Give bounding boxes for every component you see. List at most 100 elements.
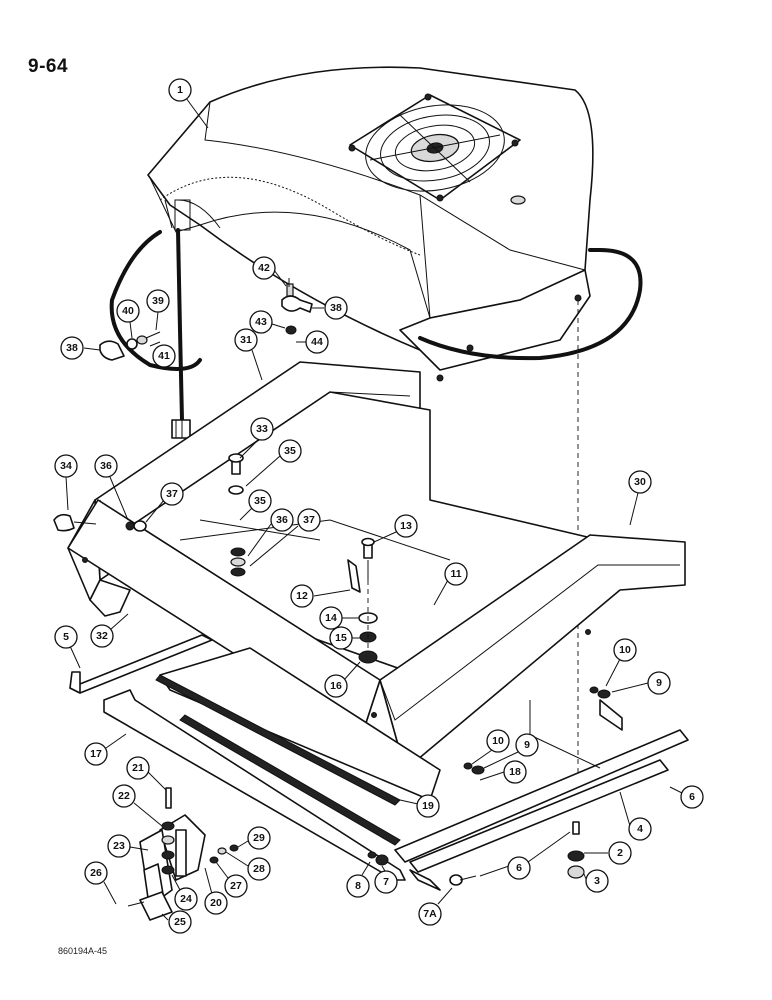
svg-text:37: 37: [166, 488, 178, 500]
callout-6-right: 6: [680, 785, 704, 809]
callout-14: 14: [319, 606, 343, 630]
svg-text:7: 7: [383, 876, 389, 888]
svg-text:25: 25: [174, 916, 186, 928]
svg-text:9: 9: [656, 677, 662, 689]
callout-7a: 7A: [418, 902, 442, 926]
svg-text:42: 42: [258, 262, 270, 274]
page-number: 9-64: [28, 56, 69, 77]
svg-text:15: 15: [335, 632, 347, 644]
svg-text:12: 12: [296, 590, 308, 602]
frame-hardware: [53, 453, 378, 664]
svg-text:41: 41: [158, 350, 170, 362]
svg-text:13: 13: [400, 520, 412, 532]
svg-text:8: 8: [355, 880, 361, 892]
callout-36-left: 36: [94, 454, 118, 478]
svg-text:40: 40: [122, 305, 134, 317]
callout-17: 17: [84, 742, 108, 766]
svg-text:31: 31: [240, 334, 252, 346]
callout-3: 3: [585, 869, 609, 893]
clip-hardware-left: [99, 331, 161, 361]
svg-text:24: 24: [180, 893, 192, 905]
callout-38-left: 38: [60, 336, 84, 360]
callout-16: 16: [324, 674, 348, 698]
svg-text:6: 6: [516, 862, 522, 874]
callout-20: 20: [204, 891, 228, 915]
svg-text:38: 38: [66, 342, 78, 354]
callout-29: 29: [247, 826, 271, 850]
svg-text:43: 43: [255, 316, 267, 328]
callout-25: 25: [168, 910, 192, 934]
svg-text:2: 2: [617, 847, 623, 859]
callout-42: 42: [252, 256, 276, 280]
callout-2: 2: [608, 841, 632, 865]
callout-44: 44: [305, 330, 329, 354]
callout-8: 8: [346, 874, 370, 898]
callout-9-lower: 9: [515, 733, 539, 757]
svg-text:23: 23: [113, 840, 125, 852]
callout-6-lower: 6: [507, 856, 531, 880]
svg-text:21: 21: [132, 762, 144, 774]
callout-4: 4: [628, 817, 652, 841]
callout-27: 27: [224, 874, 248, 898]
callout-9-upper: 9: [647, 671, 671, 695]
svg-text:30: 30: [634, 476, 646, 488]
callout-38-upper: 38: [324, 296, 348, 320]
callout-35-lower: 35: [248, 489, 272, 513]
latch-assembly: [127, 787, 239, 921]
svg-text:6: 6: [689, 791, 695, 803]
svg-text:36: 36: [276, 514, 288, 526]
svg-text:32: 32: [96, 630, 108, 642]
callout-23: 23: [107, 834, 131, 858]
svg-text:20: 20: [210, 897, 222, 909]
svg-text:39: 39: [152, 295, 164, 307]
svg-text:3: 3: [594, 875, 600, 887]
svg-text:17: 17: [90, 748, 102, 760]
callout-22: 22: [112, 784, 136, 808]
callout-10-upper: 10: [613, 638, 637, 662]
svg-text:5: 5: [63, 631, 69, 643]
callout-43: 43: [249, 310, 273, 334]
svg-text:16: 16: [330, 680, 342, 692]
callout-12: 12: [290, 584, 314, 608]
fan-grille-icon: [348, 93, 521, 202]
callout-1: 1: [168, 78, 192, 102]
callout-37-right: 37: [297, 508, 321, 532]
callout-21: 21: [126, 756, 150, 780]
svg-text:4: 4: [637, 823, 643, 835]
callout-30: 30: [628, 470, 652, 494]
lower-hardware: [367, 686, 687, 886]
svg-text:33: 33: [256, 423, 268, 435]
clip-hardware-upper: [281, 278, 313, 335]
callout-39: 39: [146, 289, 170, 313]
svg-text:29: 29: [253, 832, 265, 844]
callout-36-right: 36: [270, 508, 294, 532]
callout-5: 5: [54, 625, 78, 649]
svg-text:35: 35: [284, 445, 296, 457]
svg-text:35: 35: [254, 495, 266, 507]
callout-35-upper: 35: [278, 439, 302, 463]
callout-15: 15: [329, 626, 353, 650]
cover-assembly: [147, 66, 594, 371]
callout-41: 41: [152, 344, 176, 368]
svg-text:44: 44: [311, 336, 323, 348]
svg-text:34: 34: [60, 460, 72, 472]
svg-text:22: 22: [118, 790, 130, 802]
callout-31: 31: [234, 328, 258, 352]
callout-24: 24: [174, 887, 198, 911]
svg-text:18: 18: [509, 766, 521, 778]
callout-33: 33: [250, 417, 274, 441]
callout-28: 28: [247, 857, 271, 881]
callout-group: 1 42 38 43 44 39 40 41 38 31 34 36 37 33…: [54, 78, 704, 934]
svg-text:19: 19: [422, 800, 434, 812]
callout-34: 34: [54, 454, 78, 478]
callout-13: 13: [394, 514, 418, 538]
connector-icon: [171, 419, 191, 439]
drawing-reference-code: 860194A-45: [58, 946, 108, 956]
callout-32: 32: [90, 624, 114, 648]
svg-text:37: 37: [303, 514, 315, 526]
callout-19: 19: [416, 794, 440, 818]
mounting-rails: [69, 634, 689, 891]
callout-18: 18: [503, 760, 527, 784]
callout-40: 40: [116, 299, 140, 323]
